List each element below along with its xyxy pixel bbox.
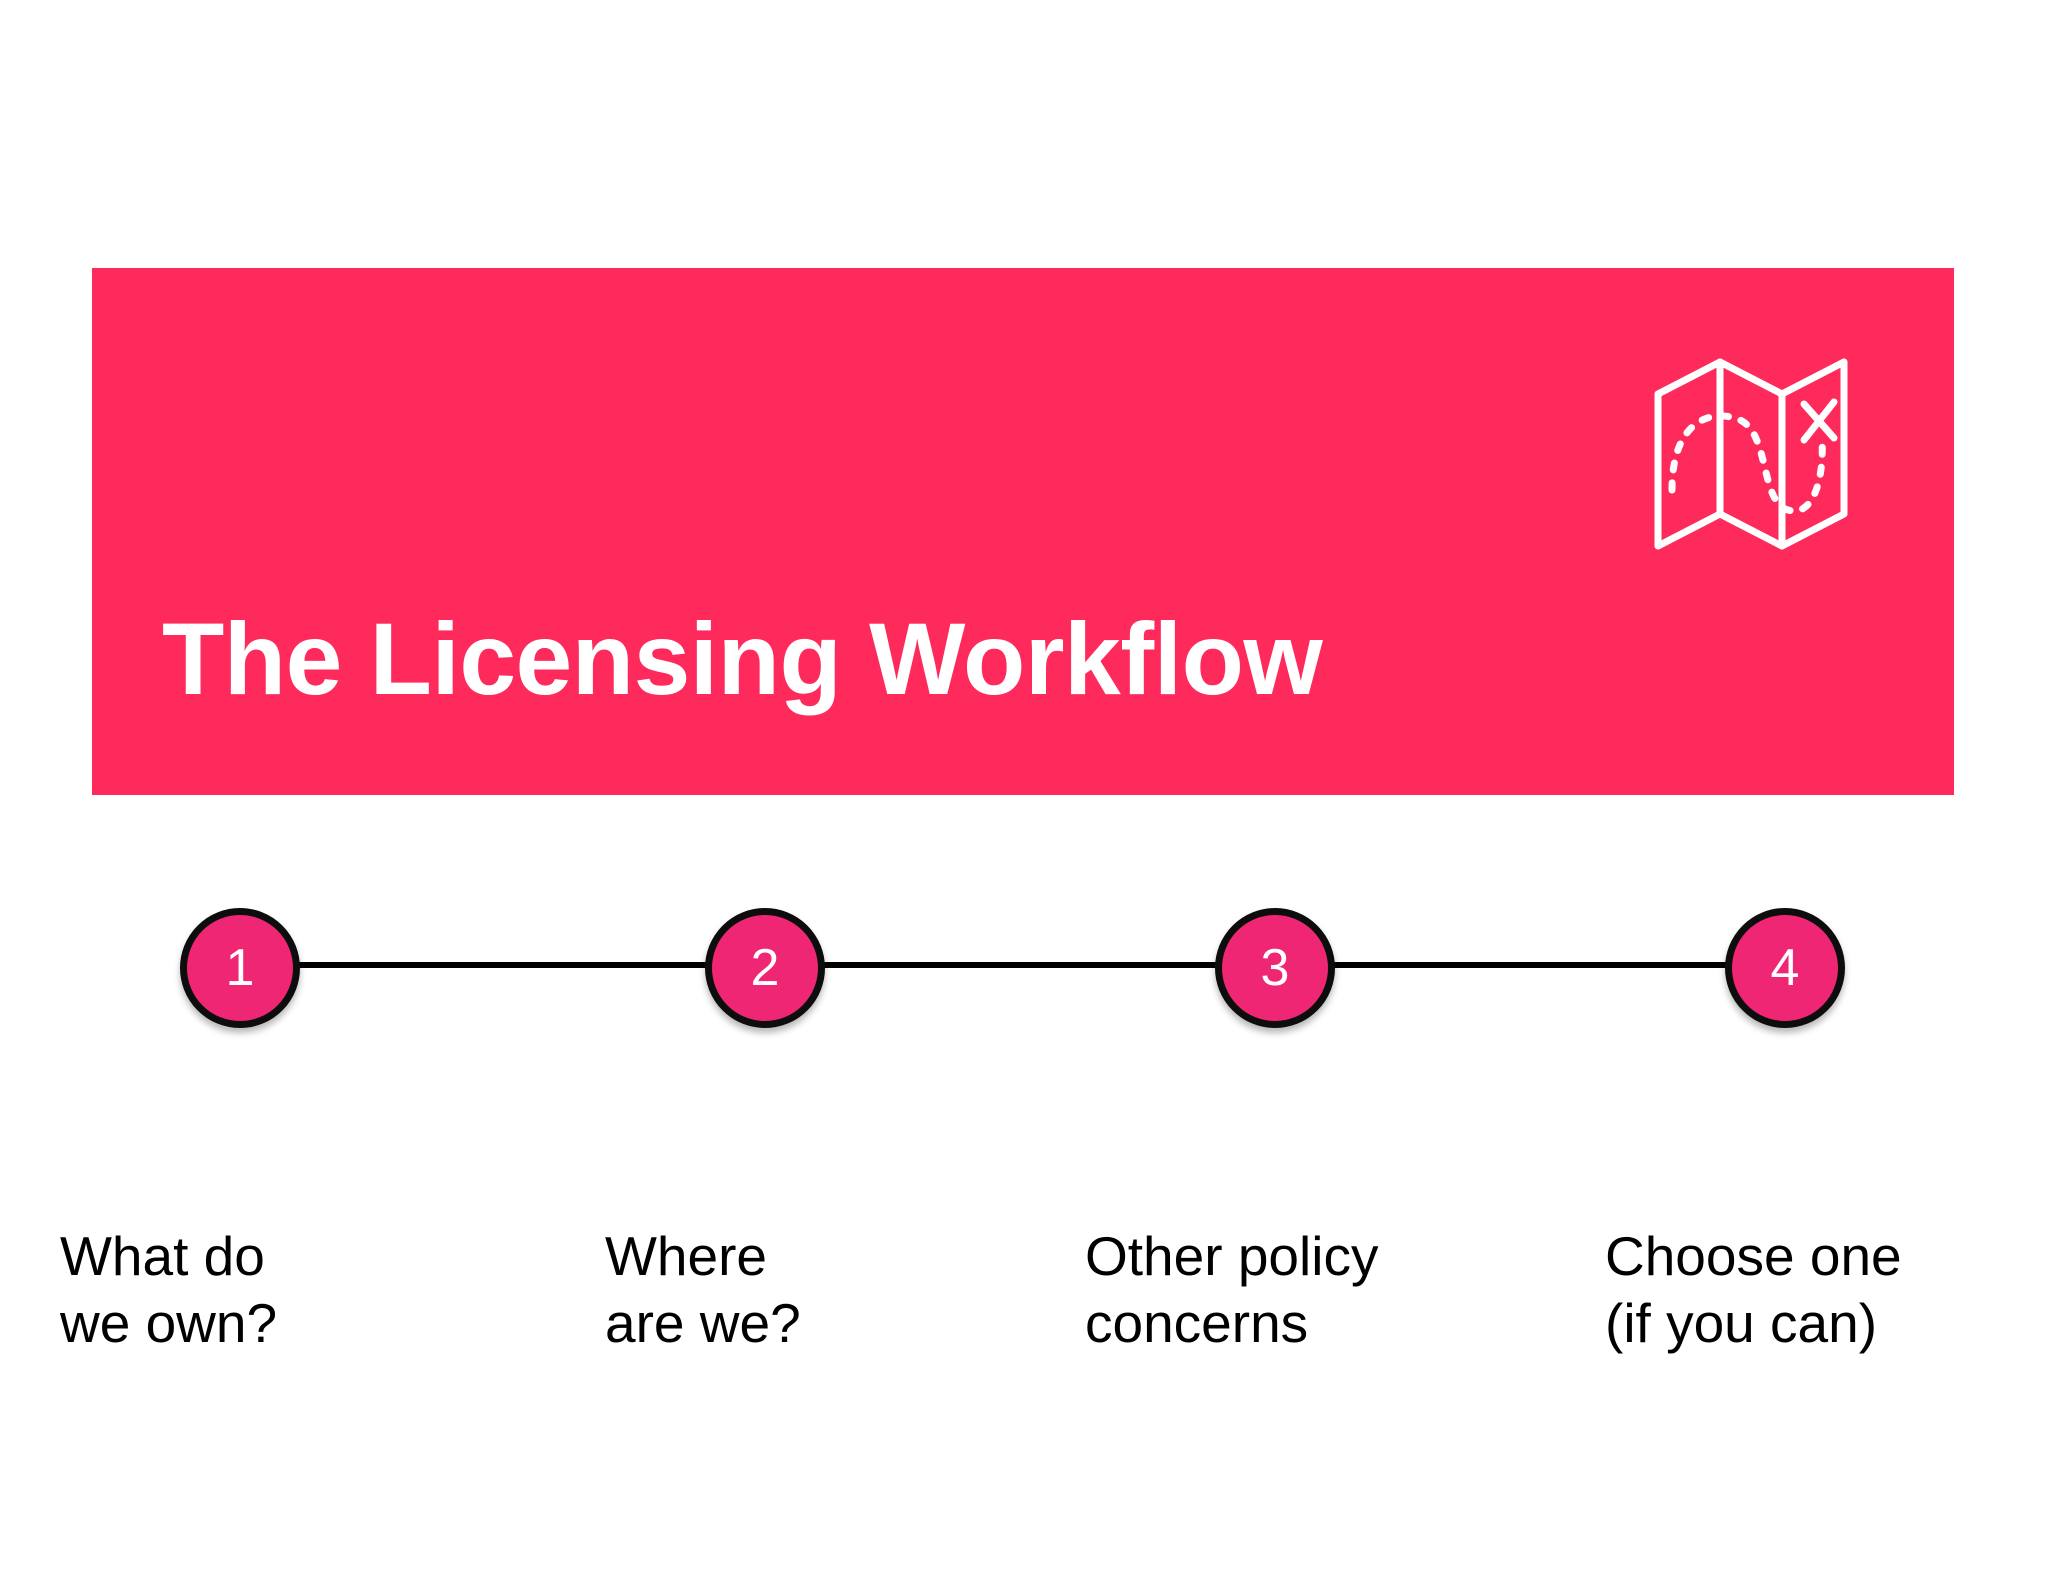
timeline-connector-line	[240, 962, 1785, 968]
timeline-node-2-number: 2	[750, 939, 780, 997]
timeline-node-3-circle[interactable]: 3	[1215, 908, 1335, 1028]
timeline-node-1-number: 1	[225, 939, 255, 997]
title-banner: The Licensing Workflow	[92, 268, 1954, 795]
timeline-node-3-label: Other policy concerns	[1085, 1225, 1379, 1355]
timeline-node-4-number: 4	[1770, 939, 1800, 997]
workflow-timeline: 1 What do we own? 2 Where are we? 3 Othe…	[0, 860, 2048, 1354]
timeline-node-1[interactable]: 1 What do we own?	[60, 908, 300, 1354]
timeline-node-4-label: Choose one (if you can)	[1605, 1225, 1902, 1355]
timeline-node-2-label: Where are we?	[605, 1225, 801, 1355]
folded-map-icon	[1652, 342, 1882, 557]
timeline-node-2-circle[interactable]: 2	[705, 908, 825, 1028]
timeline-node-4-circle[interactable]: 4	[1725, 908, 1845, 1028]
timeline-node-1-label: What do we own?	[60, 1225, 278, 1355]
timeline-node-1-circle[interactable]: 1	[180, 908, 300, 1028]
timeline-node-2[interactable]: 2 Where are we?	[605, 908, 825, 1354]
timeline-node-4[interactable]: 4 Choose one (if you can)	[1605, 908, 1902, 1354]
timeline-node-3[interactable]: 3 Other policy concerns	[1085, 908, 1378, 1354]
timeline-node-3-number: 3	[1260, 939, 1290, 997]
page-title: The Licensing Workflow	[162, 601, 1323, 716]
